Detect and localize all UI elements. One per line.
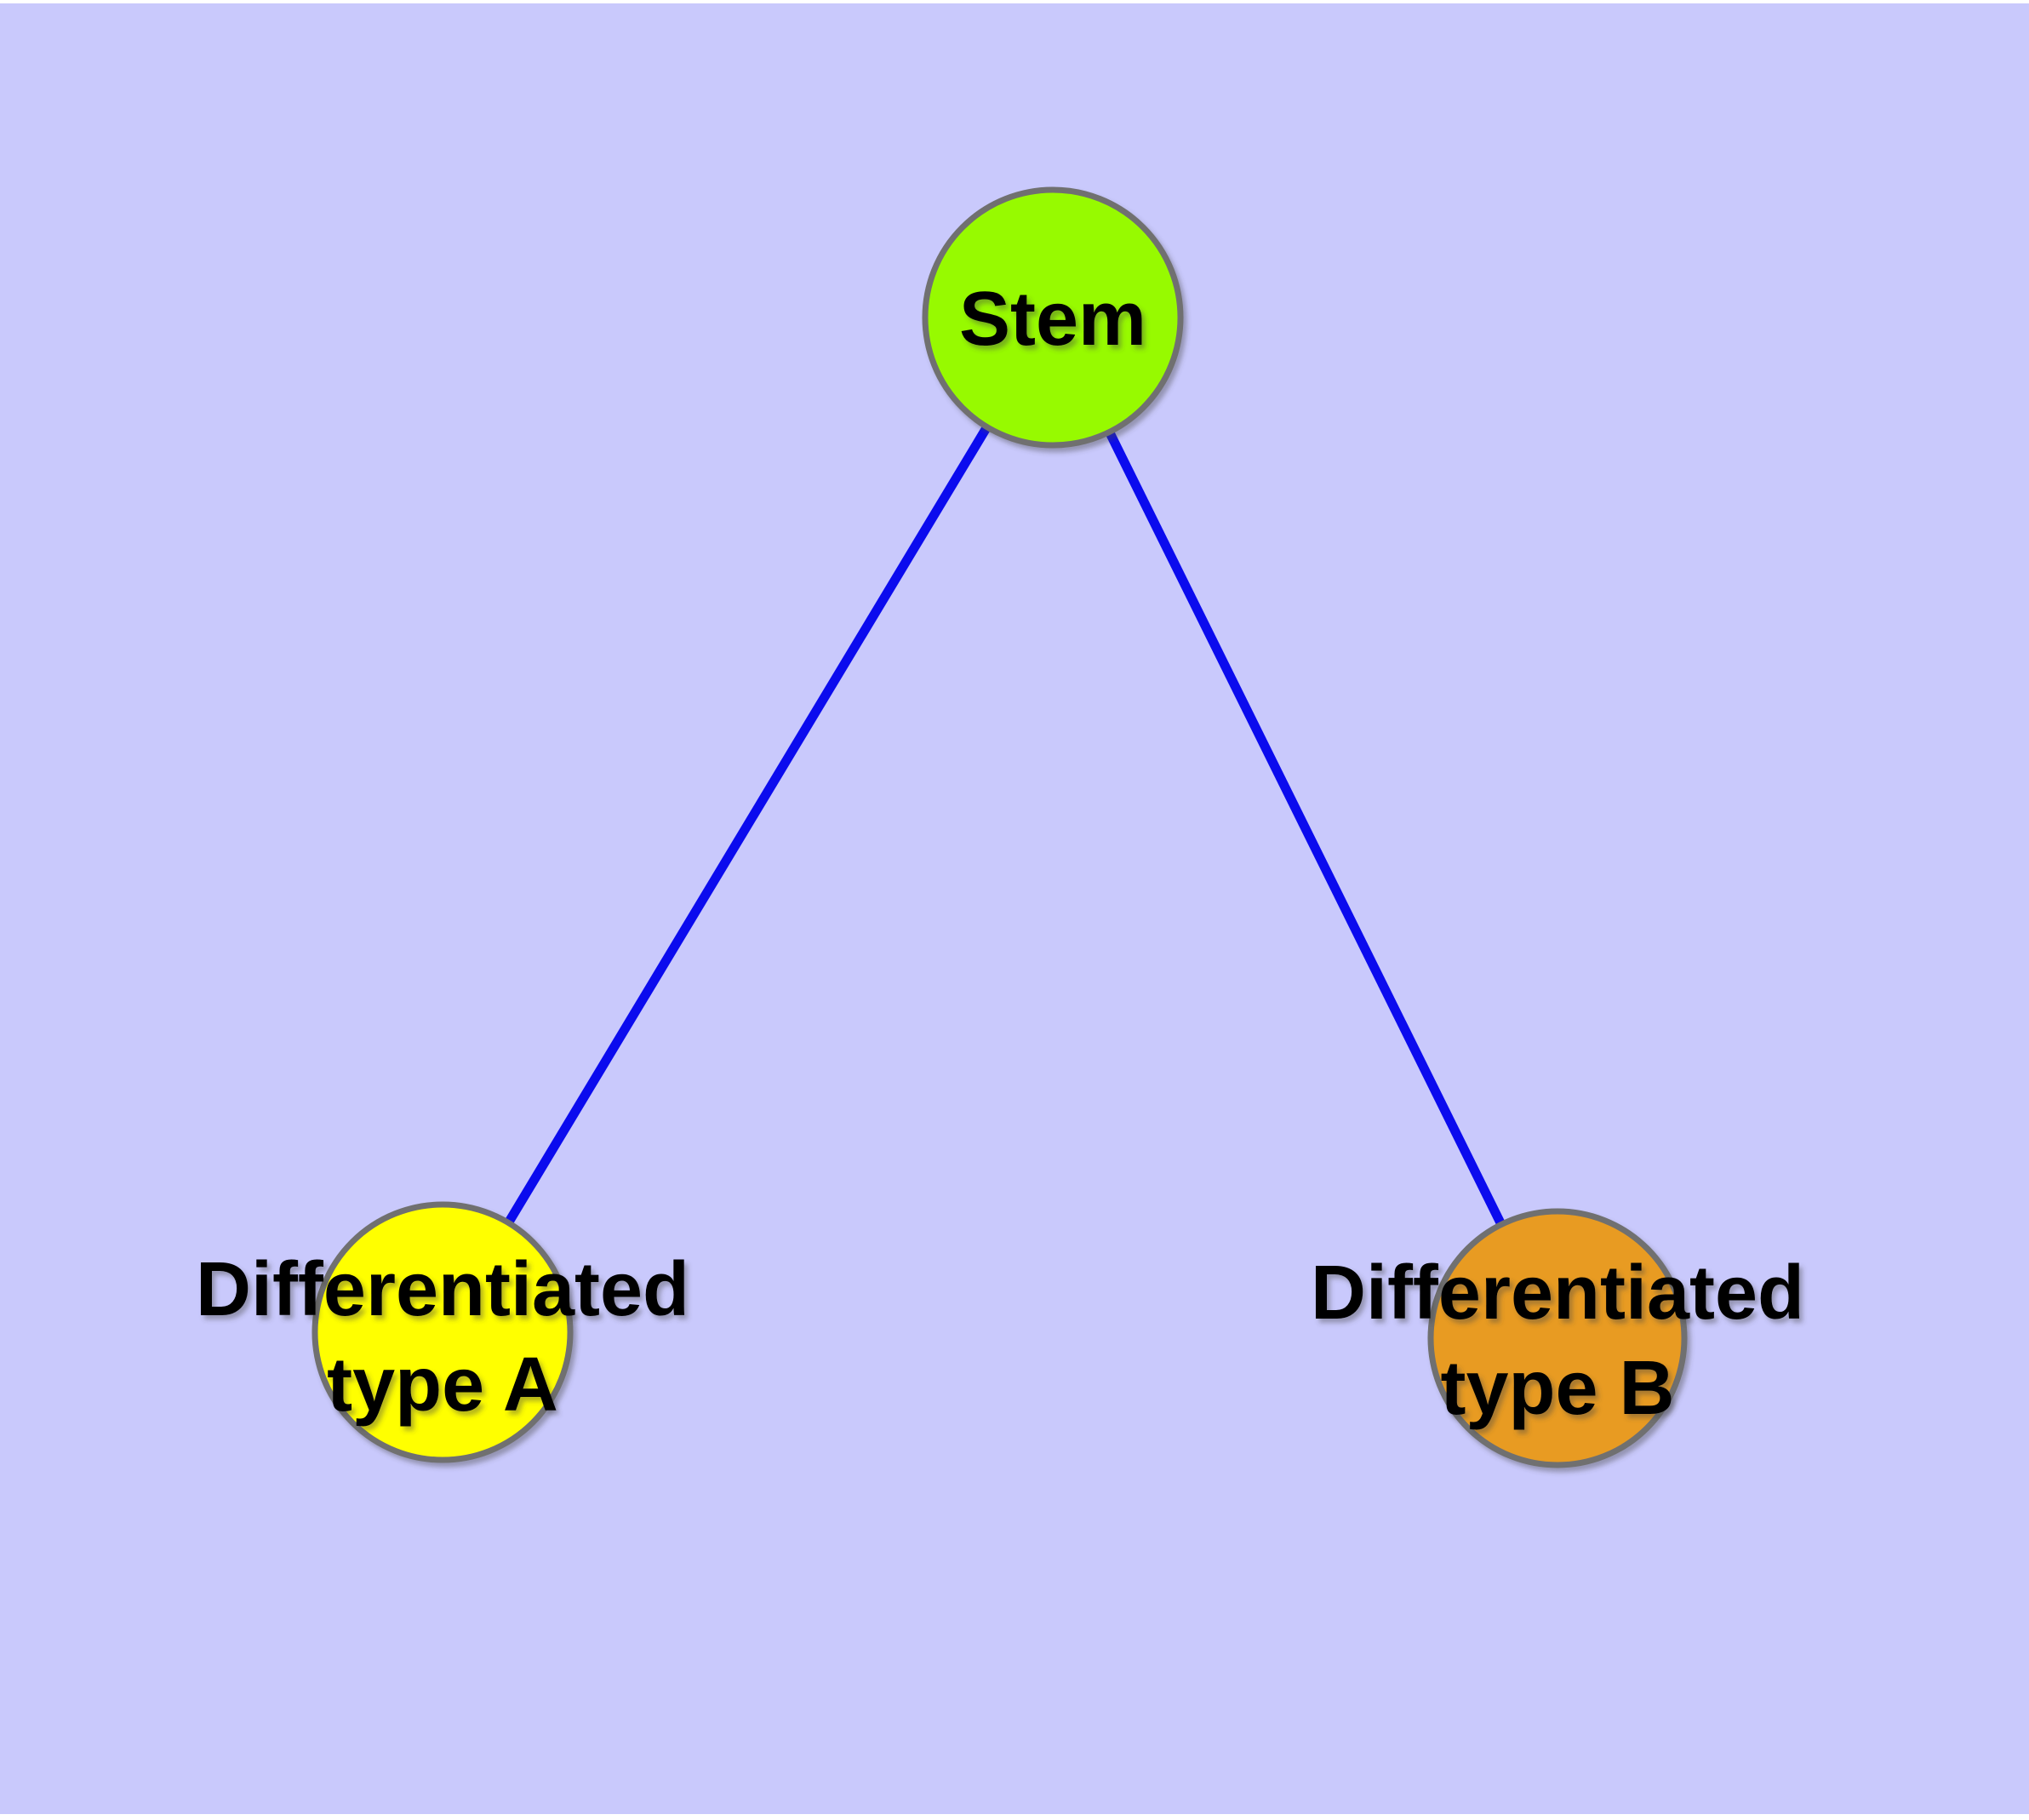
node-type-a-label-line2: type A xyxy=(327,1342,558,1428)
node-stem-label: Stem xyxy=(959,277,1146,362)
node-differentiated-type-a xyxy=(311,1201,574,1463)
node-stem xyxy=(922,186,1184,449)
node-differentiated-type-b xyxy=(1427,1208,1688,1468)
node-type-b-label-line1: Differentiated xyxy=(1311,1251,1804,1336)
edge-stem-to-type-b xyxy=(1049,315,1562,1341)
node-type-b-label-line2: type B xyxy=(1440,1346,1674,1431)
node-type-a-label-line1: Differentiated xyxy=(196,1247,689,1332)
edge-stem-to-type-a xyxy=(438,315,1057,1335)
